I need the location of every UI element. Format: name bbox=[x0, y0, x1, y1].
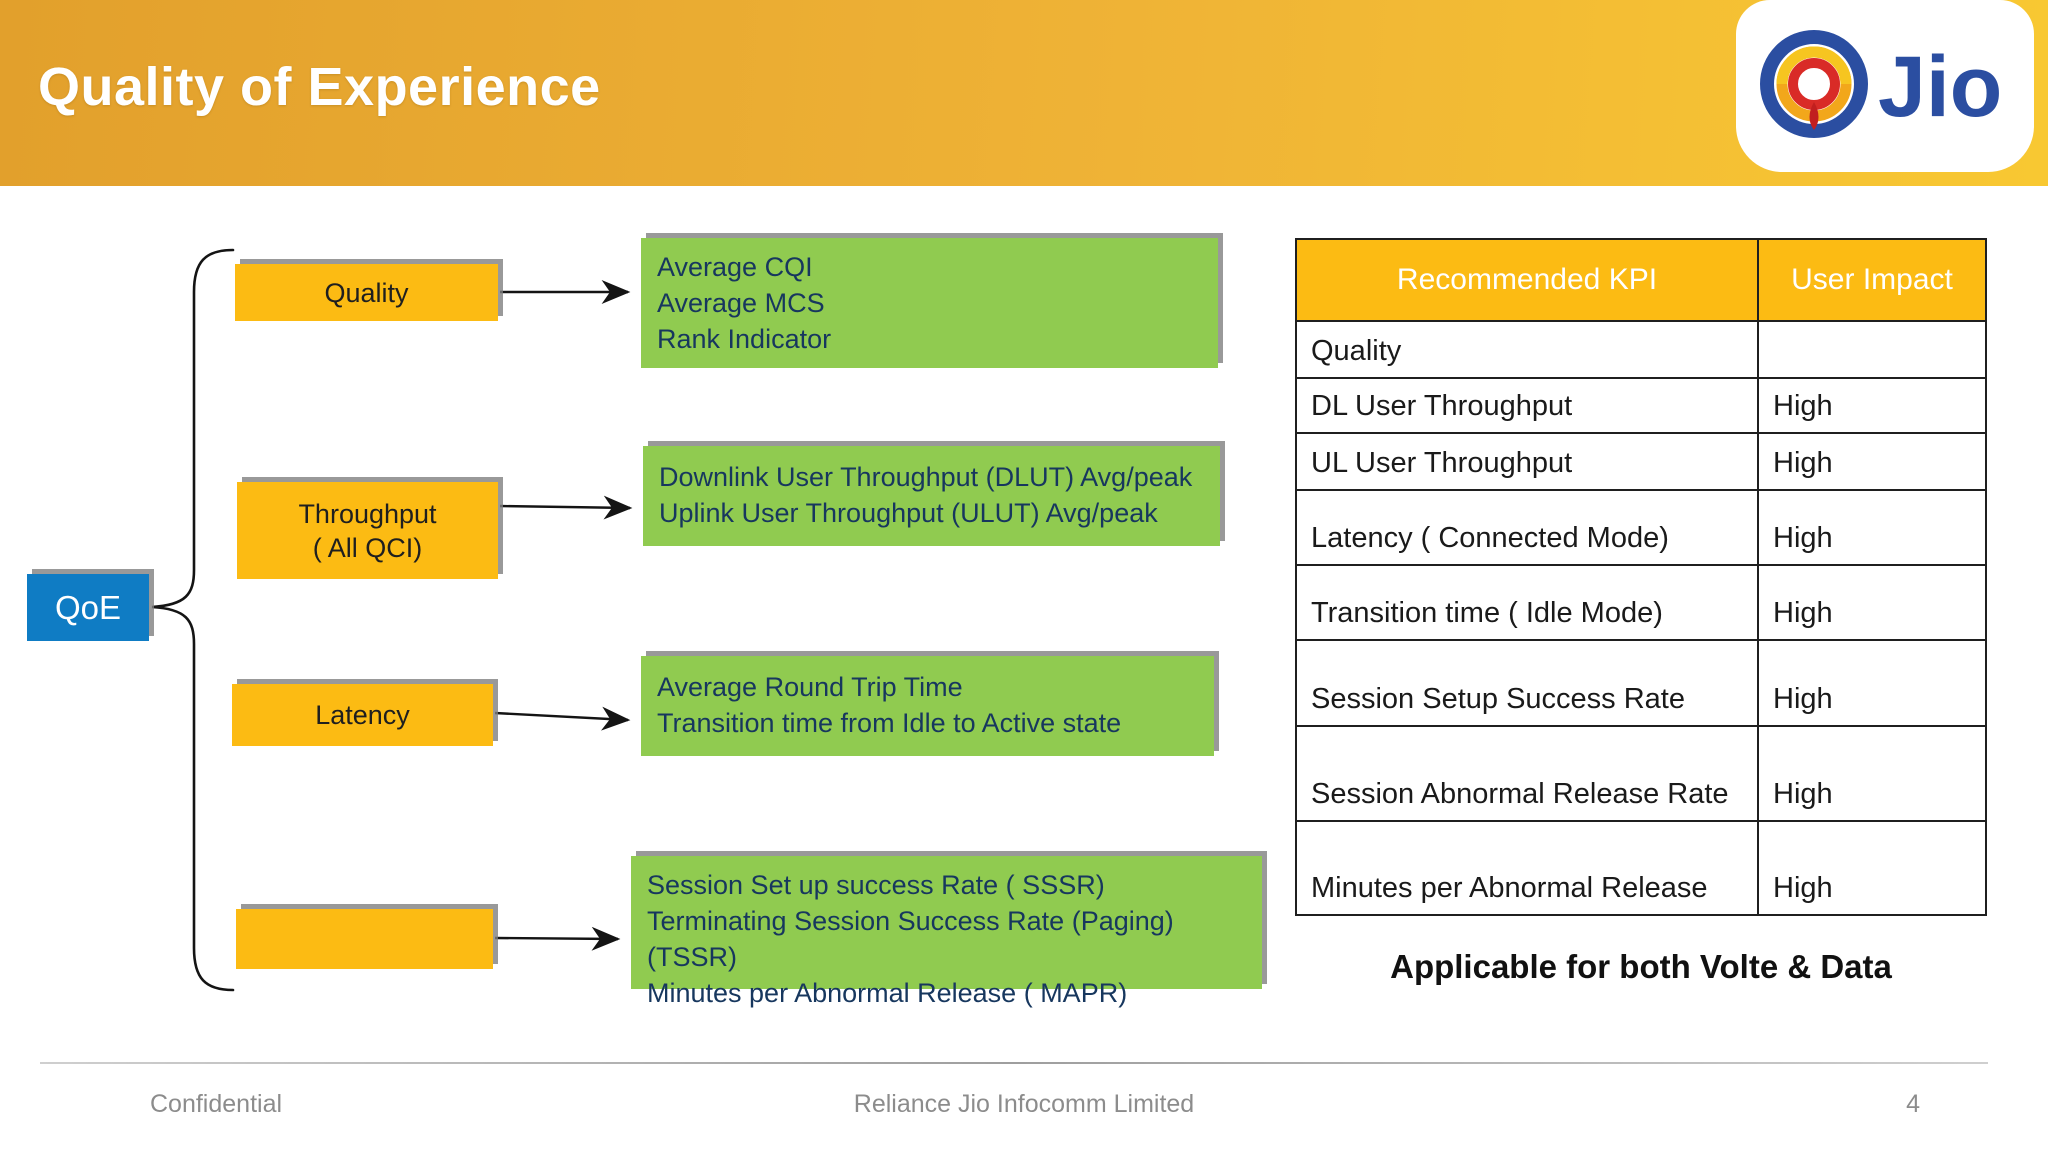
jio-wordmark: Jio bbox=[1878, 39, 2002, 135]
branch-box-quality: Quality bbox=[235, 264, 498, 321]
kpi-box-latency: Average Round Trip Time Transition time … bbox=[641, 656, 1214, 756]
impact-cell: High bbox=[1773, 522, 1833, 554]
impact-cell: High bbox=[1773, 872, 1833, 904]
arrow-latency bbox=[494, 706, 631, 731]
footer-page-number: 4 bbox=[1906, 1090, 1920, 1118]
footer-divider bbox=[40, 1062, 1988, 1064]
kpi-box-throughput: Downlink User Throughput (DLUT) Avg/peak… bbox=[643, 446, 1220, 546]
table-row: DL User Throughput High bbox=[1297, 377, 1985, 432]
impact-cell: High bbox=[1773, 447, 1833, 479]
qoe-root-box: QoE bbox=[27, 574, 149, 641]
branch-box-blank bbox=[236, 909, 493, 969]
kpi-cell: Session Setup Success Rate bbox=[1297, 641, 1759, 725]
logo-panel: Jio bbox=[1736, 0, 2034, 172]
brace-connector bbox=[151, 248, 235, 992]
impact-cell: High bbox=[1773, 778, 1833, 810]
header-banner bbox=[0, 0, 2048, 186]
footer-confidential: Confidential bbox=[150, 1090, 283, 1118]
kpi-cell: DL User Throughput bbox=[1297, 379, 1759, 432]
arrow-throughput bbox=[499, 495, 633, 520]
impact-cell: High bbox=[1773, 390, 1833, 422]
page-title: Quality of Experience bbox=[38, 57, 601, 117]
impact-cell: High bbox=[1773, 683, 1833, 715]
impact-cell: High bbox=[1773, 597, 1833, 629]
kpi-box-quality: Average CQI Average MCS Rank Indicator bbox=[641, 238, 1218, 368]
branch-box-latency: Latency bbox=[232, 684, 493, 746]
table-row: UL User Throughput High bbox=[1297, 432, 1985, 489]
table-row: Quality bbox=[1297, 322, 1985, 377]
jio-logo-icon: Jio bbox=[1760, 30, 2002, 138]
kpi-cell: Latency ( Connected Mode) bbox=[1297, 491, 1759, 564]
table-row: Latency ( Connected Mode) High bbox=[1297, 489, 1985, 564]
kpi-box-sessions: Session Set up success Rate ( SSSR) Term… bbox=[631, 856, 1262, 1008]
impact-cell bbox=[1759, 322, 1985, 377]
header-cell-recommended-kpi: Recommended KPI bbox=[1297, 240, 1759, 320]
branch-box-throughput: Throughput ( All QCI) bbox=[237, 482, 498, 579]
kpi-cell: Minutes per Abnormal Release bbox=[1297, 822, 1759, 914]
header-cell-user-impact: User Impact bbox=[1791, 263, 1953, 296]
table-row: Transition time ( Idle Mode) High bbox=[1297, 564, 1985, 639]
applicability-note: Applicable for both Volte & Data bbox=[1390, 948, 1892, 985]
kpi-cell: Session Abnormal Release Rate bbox=[1297, 727, 1759, 820]
arrow-sessions bbox=[494, 926, 621, 951]
kpi-table-header: Recommended KPI User Impact bbox=[1297, 240, 1985, 322]
kpi-cell: UL User Throughput bbox=[1297, 434, 1759, 489]
footer-company: Reliance Jio Infocomm Limited bbox=[853, 1090, 1195, 1118]
kpi-cell: Transition time ( Idle Mode) bbox=[1297, 566, 1759, 639]
kpi-cell: Quality bbox=[1297, 322, 1759, 377]
